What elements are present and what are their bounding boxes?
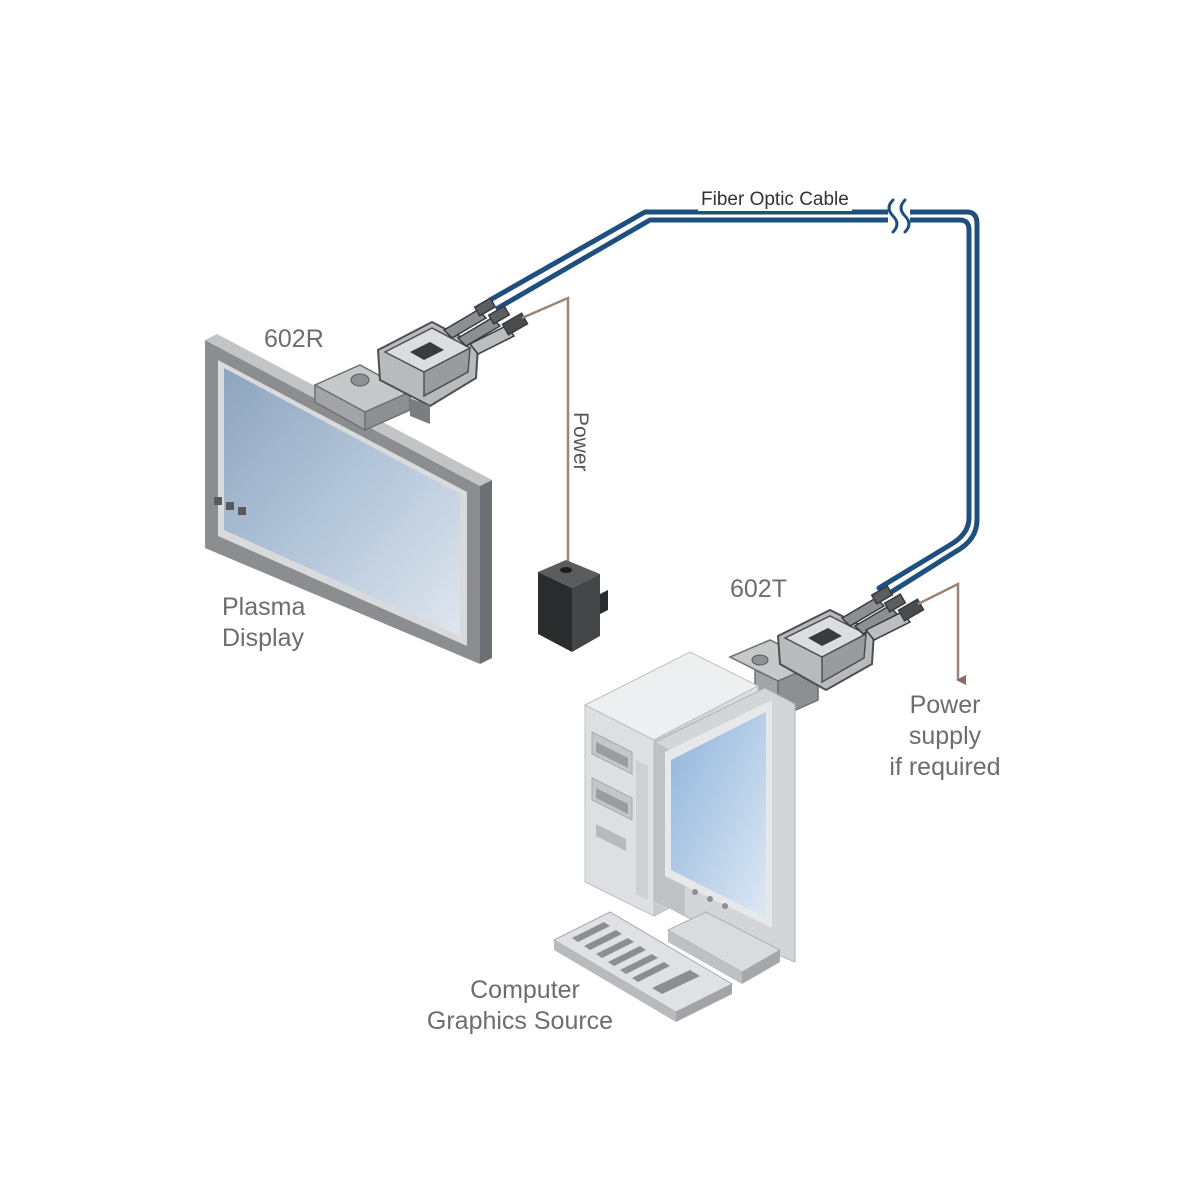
power-adapter (538, 560, 608, 652)
receiver-602r (313, 297, 529, 432)
fiber-optic-cable (487, 196, 980, 599)
power-supply-label-line1: Power (909, 691, 981, 719)
power-supply-label-line2: supply (908, 722, 982, 750)
power-cable-transmitter (917, 581, 966, 685)
plasma-display-label-line2: Display (222, 624, 304, 652)
fiber-optic-cable-label: Fiber Optic Cable (698, 189, 852, 211)
keyboard (552, 911, 734, 1022)
power-cable-receiver (521, 296, 570, 572)
cable-break-icon (887, 196, 911, 236)
computer-monitor (654, 687, 796, 984)
power-cable-label: Power (569, 412, 592, 472)
computer-source-label-line1: Computer (470, 976, 580, 1004)
receiver-model-label: 602R (264, 325, 324, 353)
computer-source-label-line2: Graphics Source (426, 1007, 614, 1035)
transmitter-model-label: 602T (730, 575, 787, 603)
power-supply-label-line3: if required (889, 753, 1001, 781)
plasma-display-label-line1: Plasma (222, 593, 306, 621)
